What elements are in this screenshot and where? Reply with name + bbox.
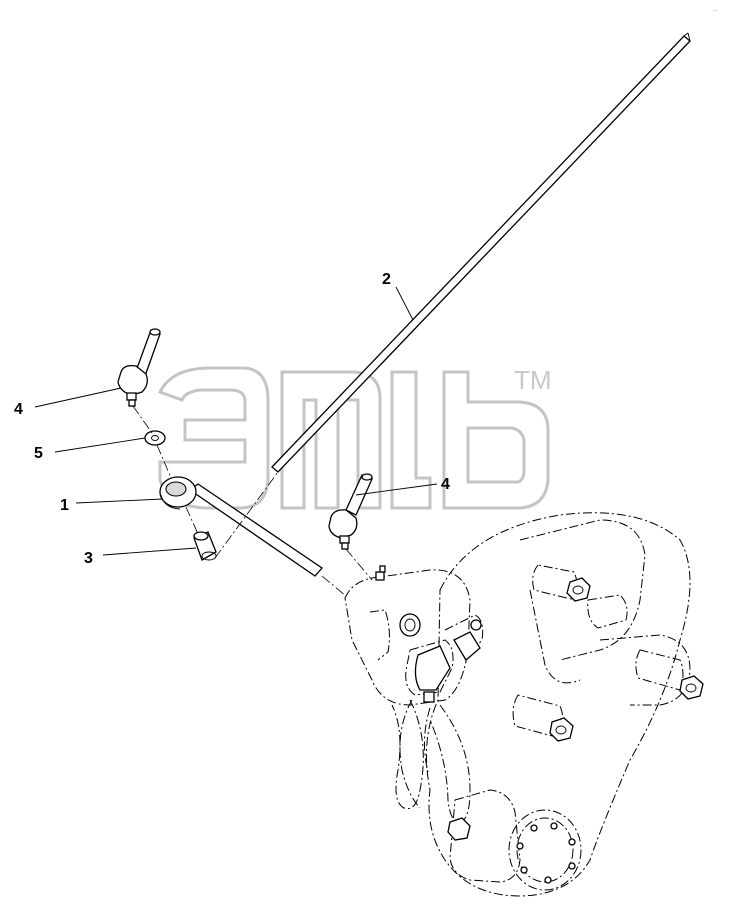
drawing-ref-code: ... xyxy=(713,7,717,13)
bracket-hole xyxy=(399,613,421,637)
upper-mount-bolt xyxy=(375,565,386,581)
callout-2: 2 xyxy=(382,271,391,288)
bolt-upper xyxy=(566,577,591,602)
part-2-long-rod xyxy=(271,32,691,473)
part-1-eye-rod xyxy=(159,476,323,577)
bolt-middle xyxy=(549,717,574,742)
callout-5: 5 xyxy=(34,445,43,462)
bolt-right xyxy=(679,675,704,700)
callout-4-upper: 4 xyxy=(14,401,23,418)
bolt-lower xyxy=(447,817,471,841)
callout-4-lower: 4 xyxy=(441,476,450,493)
cover-bolts xyxy=(516,822,576,884)
assembly-bolts xyxy=(375,565,704,884)
callout-labels: 2 4 5 1 3 4 xyxy=(14,271,450,567)
callout-leaders xyxy=(34,286,438,556)
part-3-nut xyxy=(193,531,217,561)
callout-3: 3 xyxy=(84,550,93,567)
callout-1: 1 xyxy=(60,497,69,514)
switch-assembly xyxy=(414,619,482,703)
part-4-rod-end-lower xyxy=(328,473,373,550)
assembly-axis-lines xyxy=(132,405,373,597)
watermark-trademark: TM xyxy=(514,365,552,395)
machine-assembly-outline xyxy=(344,512,691,897)
part-5-washer xyxy=(144,430,166,446)
part-4-rod-end-upper xyxy=(117,328,161,407)
